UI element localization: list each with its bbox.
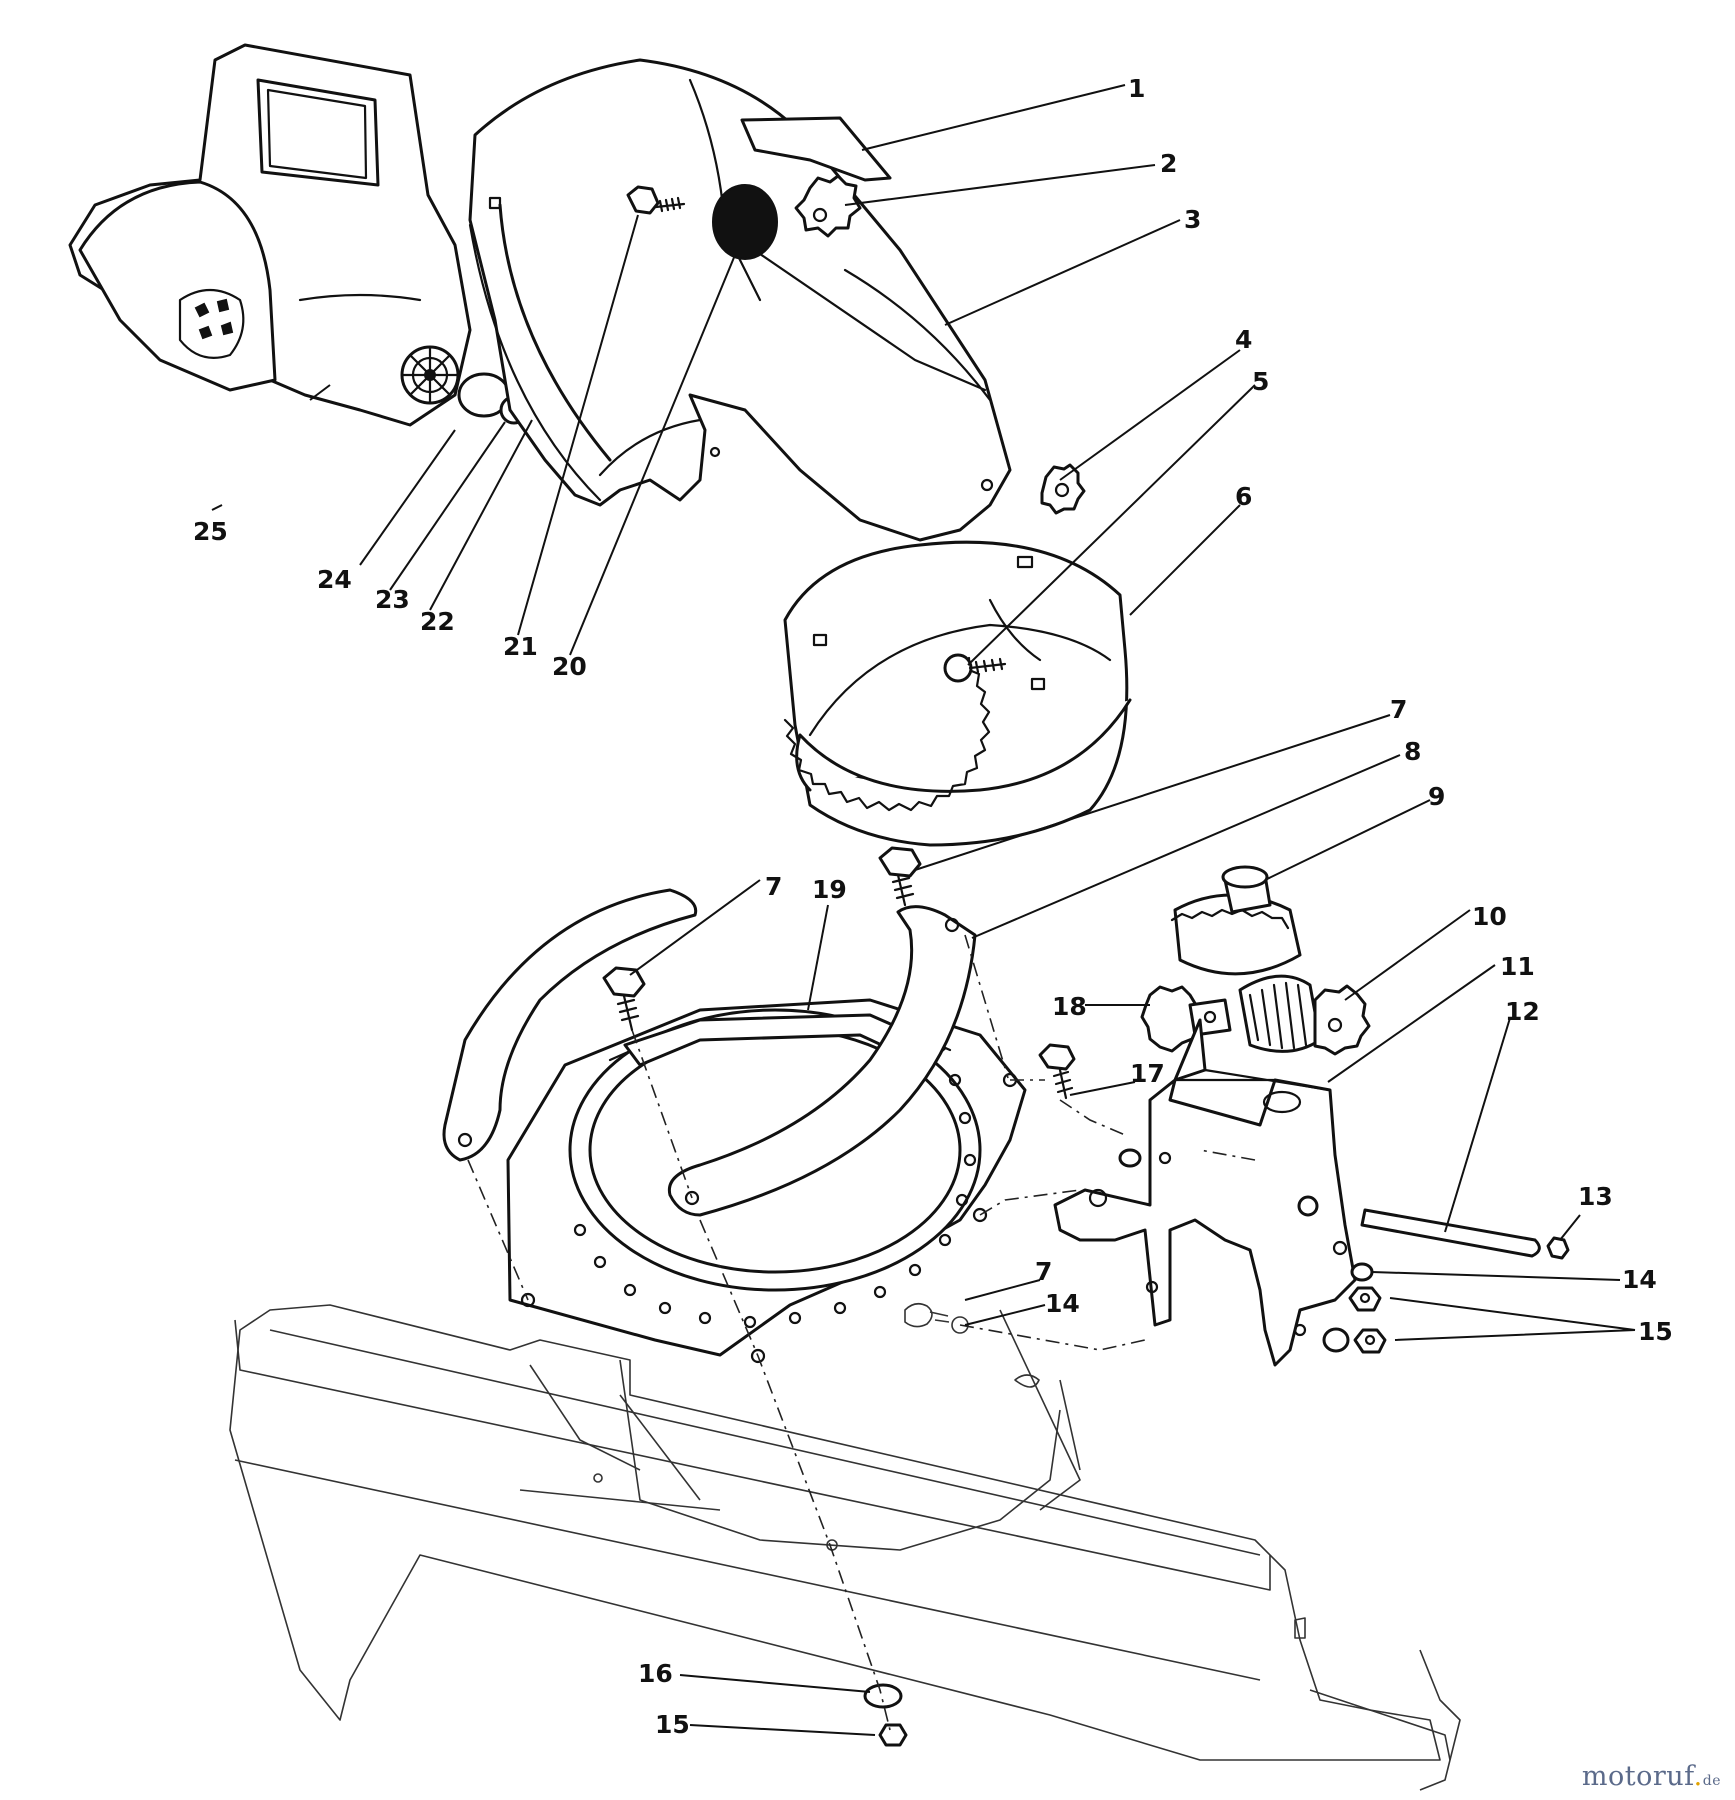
part-housing-outline (229, 1304, 1461, 1791)
callout-7-left: 7 (765, 872, 782, 901)
callout-16: 16 (638, 1659, 673, 1688)
callout-13: 13 (1578, 1182, 1613, 1211)
part-shaft (1360, 1208, 1541, 1258)
callout-20: 20 (552, 652, 587, 681)
callout-12: 12 (1505, 997, 1540, 1026)
part-worm-gear-10 (1238, 974, 1371, 1056)
callout-11: 11 (1500, 952, 1535, 981)
part-center-hardware (904, 1302, 969, 1334)
callout-5: 5 (1252, 367, 1269, 396)
callout-10: 10 (1472, 902, 1507, 931)
callout-labels: 1 2 3 4 5 6 7 8 9 7 19 10 11 12 18 17 13… (193, 74, 1673, 1739)
callout-14-right: 14 (1622, 1265, 1657, 1294)
callout-9: 9 (1428, 782, 1445, 811)
callout-3: 3 (1184, 205, 1201, 234)
callout-1: 1 (1128, 74, 1145, 103)
callout-4: 4 (1235, 325, 1252, 354)
callout-21: 21 (503, 632, 538, 661)
part-black-disc (712, 184, 778, 260)
watermark-tld: de (1702, 1773, 1721, 1789)
watermark-brand: motoruf (1581, 1761, 1694, 1792)
part-bolt-5 (943, 653, 1007, 683)
part-pinion-gear-18 (1140, 985, 1232, 1053)
part-chute-base-ring (783, 540, 1132, 847)
callout-19: 19 (812, 875, 847, 904)
part-washer-17 (1118, 1148, 1142, 1168)
callout-24: 24 (317, 565, 352, 594)
part-nut-13 (1546, 1236, 1570, 1260)
callout-14-center: 14 (1045, 1289, 1080, 1318)
part-serrated-nut (1040, 463, 1086, 515)
part-washer-14 (1350, 1262, 1374, 1282)
part-washer-16 (863, 1683, 903, 1709)
leader-lines (211, 84, 1636, 1736)
part-carriage-bolt-21 (626, 185, 686, 215)
callout-15-lower: 15 (655, 1710, 690, 1739)
callout-18: 18 (1052, 992, 1087, 1021)
part-curved-strip (667, 905, 977, 1217)
callout-7-upper: 7 (1390, 695, 1407, 724)
assembly-lines (467, 934, 1256, 1731)
callout-7-center: 7 (1035, 1257, 1052, 1286)
callout-2: 2 (1160, 149, 1177, 178)
callout-8: 8 (1404, 737, 1421, 766)
part-curved-strip-left (442, 888, 698, 1162)
part-nuts-15 (1322, 1286, 1387, 1354)
part-discharge-chute (468, 58, 1012, 542)
callout-22: 22 (420, 607, 455, 636)
callout-23: 23 (375, 585, 410, 614)
part-bevel-gear-9 (1170, 865, 1302, 976)
callout-25: 25 (193, 517, 228, 546)
part-hex-bolt-7-upper (878, 846, 922, 907)
part-nut-15-lower (878, 1723, 908, 1747)
part-hex-bolt-7-left (602, 966, 646, 1032)
part-star-washer (794, 174, 862, 238)
callout-6: 6 (1235, 482, 1252, 511)
callout-15-right: 15 (1638, 1317, 1673, 1346)
callout-17: 17 (1130, 1059, 1165, 1088)
part-bracket (1053, 1018, 1357, 1367)
part-flap (740, 116, 892, 182)
part-hex-bolt-17 (1038, 1043, 1076, 1100)
part-deflector-assembly (68, 43, 472, 427)
watermark-logo: motoruf.de (1581, 1761, 1721, 1792)
